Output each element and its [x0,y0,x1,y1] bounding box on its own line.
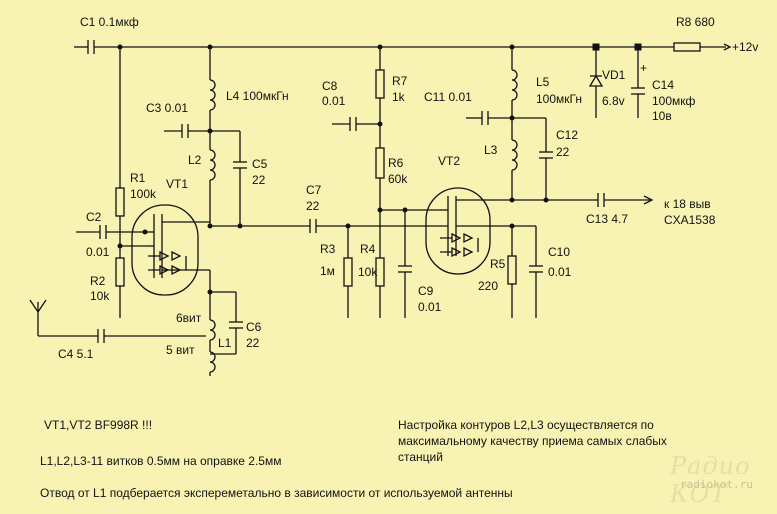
c5-value: 22 [252,173,266,187]
output-chip: CXA1538 [664,213,716,227]
r5-value: 220 [478,279,498,293]
r4-label: R4 [360,242,376,256]
tap-note: Отвод от L1 подберается экспереметально … [40,486,513,500]
r8-label: R8 680 [676,15,715,29]
tuning-note-line2: максимальному качеству приема самых слаб… [398,434,667,448]
c12-value: 22 [556,145,570,159]
l2-label: L2 [188,153,202,167]
r2-value: 10k [90,289,110,303]
l1-label: L1 [218,336,232,350]
l1-turns: 5 вит [166,343,195,357]
supply-label: +12v [732,40,758,54]
r4-value: 10k [358,265,378,279]
r7-label: R7 [392,74,408,88]
c14-value: 100мкф [652,94,696,108]
c11-label: C11 0.01 [424,90,472,104]
l5-value: 100мкГн [536,92,582,106]
c14-label: C14 [652,78,674,92]
c9-label: C9 [418,284,434,298]
r2-label: R2 [90,274,106,288]
coil-note: L1,L2,L3-11 витков 0.5мм на оправке 2.5м… [40,454,282,468]
vd1-label: VD1 [602,68,626,82]
c6-label: C6 [246,320,262,334]
vd1-value: 6.8v [602,94,625,108]
c8-value: 0.01 [322,94,346,108]
c6-value: 22 [246,336,260,350]
c10-value: 0.01 [548,265,572,279]
c1-label: C1 0.1мкф [80,15,139,29]
l5-label: L5 [536,75,550,89]
tuning-note-line3: станций [398,450,443,464]
r6-label: R6 [388,156,404,170]
l1-tap-turns: 6вит [176,311,202,325]
watermark: Радио КОТ radiokot.ru [666,452,774,508]
c3-label: C3 0.01 [146,101,188,115]
output-pin: к 18 выв [664,197,711,211]
c7-label: C7 [306,183,322,197]
r3-value: 1м [320,264,335,278]
r7-value: 1k [392,90,406,104]
c4-label: C4 5.1 [58,347,94,361]
r3-label: R3 [320,242,336,256]
c8-label: C8 [322,79,338,93]
c5-label: C5 [252,157,268,171]
r6-value: 60k [388,172,408,186]
tuning-note-line1: Настройка контуров L2,L3 осуществляется … [398,418,654,432]
l4-label: L4 100мкГн [226,89,289,103]
c10-label: C10 [548,245,570,259]
vt2-label: VT2 [438,154,460,168]
l3-label: L3 [484,143,498,157]
r1-value: 100k [130,187,157,201]
c7-value: 22 [306,199,320,213]
c14-voltage: 10в [652,109,672,123]
c12-label: C12 [556,128,578,142]
c9-value: 0.01 [418,300,442,314]
r1-label: R1 [130,171,146,185]
transistor-note: VT1,VT2 BF998R !!! [44,418,153,432]
c2-label: C2 [86,210,102,224]
vt1-label: VT1 [166,177,188,191]
c2-value: 0.01 [86,245,110,259]
c14-plus: + [640,61,647,75]
c13-label: C13 4.7 [586,212,628,226]
watermark-logo: Радио КОТ [670,452,751,508]
r5-label: R5 [490,257,506,271]
watermark-site: radiokot.ru [680,478,753,491]
